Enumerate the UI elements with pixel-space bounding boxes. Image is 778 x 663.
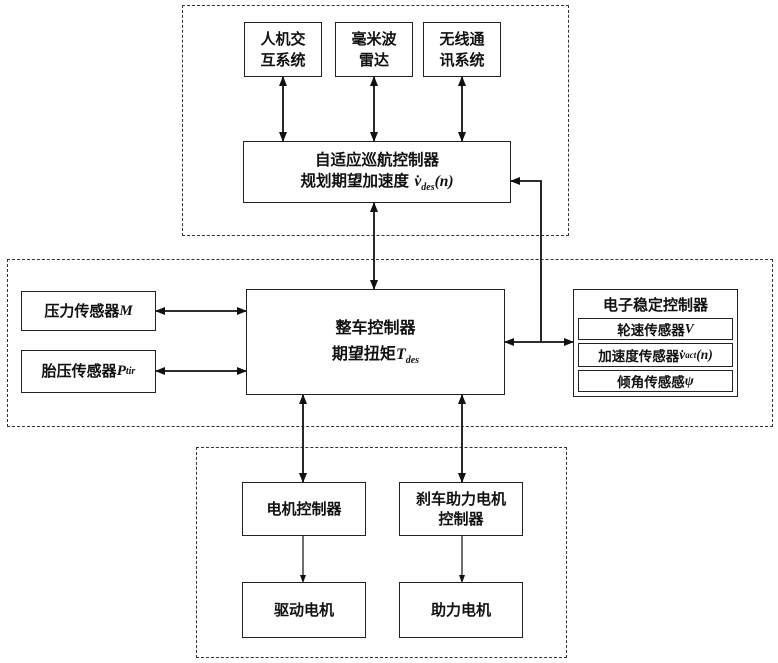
tilt-sensor-box: 倾角传感感ψ (578, 370, 733, 392)
wheel-speed-sensor-box: 轮速传感器V (578, 318, 733, 340)
drive-motor-box: 驱动电机 (242, 582, 366, 638)
acceleration-sensor-box: 加速度传感器v̇act(n) (578, 343, 733, 367)
assist-motor-box: 助力电机 (399, 582, 523, 638)
wireless-comm-box: 无线通 讯系统 (423, 22, 501, 77)
motor-controller-box: 电机控制器 (242, 482, 366, 536)
pressure-sensor-box: 压力传感器M (21, 291, 156, 331)
hmi-system-box: 人机交 互系统 (244, 22, 322, 77)
vehicle-controller-box: 整车控制器 期望扭矩Tdes (246, 289, 505, 395)
tire-pressure-sensor-box: 胎压传感器Ptir (21, 350, 156, 393)
mmwave-radar-box: 毫米波 雷达 (335, 22, 413, 77)
acc-controller-box: 自适应巡航控制器 规划期望加速度 v̇des(n) (243, 141, 511, 203)
brake-assist-controller-box: 刹车助力电机 控制器 (399, 482, 523, 536)
arrow-esc-acc-feedback (511, 181, 541, 342)
